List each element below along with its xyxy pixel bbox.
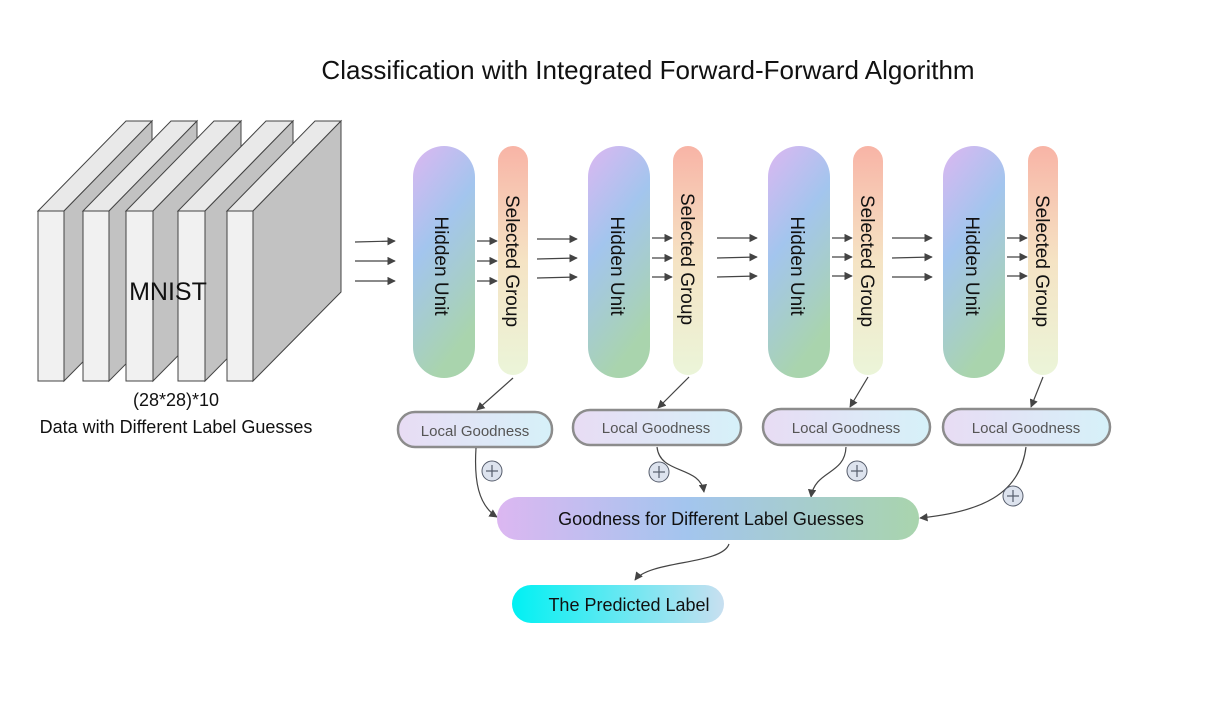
diagram-title: Classification with Integrated Forward-F…	[321, 55, 974, 85]
aggregate-goodness-label: Goodness for Different Label Guesses	[558, 509, 864, 529]
local-goodness-1	[396, 410, 554, 449]
hidden-unit-3	[768, 146, 830, 378]
hidden-unit-1	[413, 146, 475, 378]
layer-1-to-2-arrows	[536, 234, 578, 282]
plus-icon	[481, 460, 503, 482]
input-caption: Data with Different Label Guesses	[40, 417, 313, 437]
hidden-unit-4-label: Hidden Unit	[961, 216, 982, 316]
local-goodness-3-label: Local Goodness	[792, 420, 900, 437]
aggregate-goodness-bar	[497, 497, 919, 540]
local-goodness-2	[571, 408, 743, 447]
local-goodness-4-label: Local Goodness	[972, 420, 1080, 437]
selected-group-1	[498, 146, 528, 375]
hidden-unit-4	[943, 146, 1005, 378]
mnist-stack	[36, 119, 343, 383]
plus-icon	[1002, 485, 1024, 507]
mnist-label: MNIST	[129, 278, 207, 306]
selected-group-4	[1028, 146, 1058, 375]
predicted-label-box	[512, 585, 724, 623]
hidden-unit-2-label: Hidden Unit	[606, 216, 627, 316]
goodness-sum-connectors	[474, 446, 1027, 522]
plus-icon	[846, 460, 868, 482]
output-arrow	[634, 543, 730, 581]
layer-2: Hidden Unit Selected Group Local Goodnes…	[571, 146, 743, 447]
selected-group-2-label: Selected Group	[676, 193, 697, 325]
selected-group-1-label: Selected Group	[501, 195, 522, 327]
layer-4: Hidden Unit Selected Group Local Goodnes…	[941, 146, 1112, 447]
layer-1: Hidden Unit Selected Group Local Goodnes…	[396, 146, 554, 449]
selected-group-2	[673, 146, 703, 375]
local-goodness-4	[941, 407, 1112, 447]
local-goodness-1-label: Local Goodness	[421, 423, 529, 440]
mnist-slab	[225, 119, 343, 383]
selected-group-3-label: Selected Group	[856, 195, 877, 327]
input-arrows	[354, 236, 396, 286]
plus-icon	[648, 461, 670, 483]
selected-group-4-label: Selected Group	[1031, 195, 1052, 327]
local-goodness-2-label: Local Goodness	[602, 420, 710, 437]
local-goodness-3	[761, 407, 932, 447]
layer-3-to-4-arrows	[891, 233, 933, 282]
layer-3: Hidden Unit Selected Group Local Goodnes…	[761, 146, 932, 447]
predicted-label-text: The Predicted Label	[548, 595, 709, 615]
hidden-unit-3-label: Hidden Unit	[786, 216, 807, 316]
hidden-unit-1-label: Hidden Unit	[430, 216, 451, 316]
input-shape-label: (28*28)*10	[133, 390, 219, 410]
hidden-unit-2	[588, 146, 650, 378]
layer-2-to-3-arrows	[716, 233, 758, 281]
selected-group-3	[853, 146, 883, 375]
